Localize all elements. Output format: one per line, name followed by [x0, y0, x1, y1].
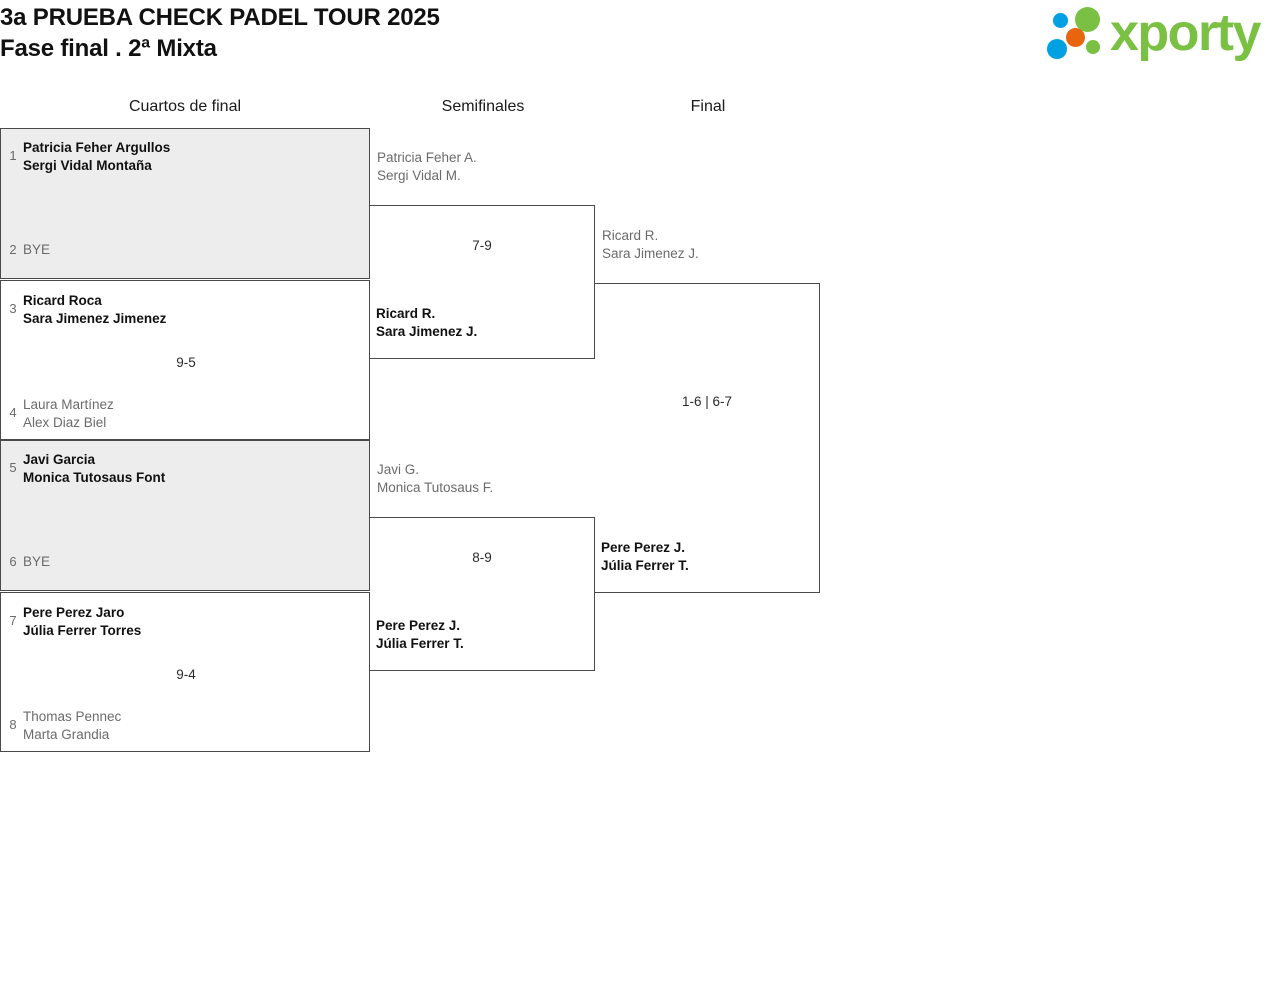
competitor-names: Patricia Feher A. Sergi Vidal M. [377, 150, 477, 183]
logo-dots-icon [1046, 6, 1110, 64]
logo-dot-green-large [1075, 7, 1100, 32]
page-title: 3a PRUEBA CHECK PADEL TOUR 2025 Fase fin… [0, 2, 900, 64]
competitor-names: Ricard R. Sara Jimenez J. [376, 306, 478, 339]
competitor-top[interactable]: 7 Pere Perez Jaro Júlia Ferrer Torres [3, 604, 141, 640]
match-score: 7-9 [472, 238, 492, 253]
final-competitor-top[interactable]: Ricard R. Sara Jimenez J. [602, 227, 699, 263]
tournament-phase: Fase final . 2ª Mixta [0, 35, 217, 62]
round-header-quarterfinals: Cuartos de final [128, 98, 242, 115]
competitor-bottom[interactable]: Pere Perez J. Júlia Ferrer T. [376, 617, 464, 653]
sf-1-competitor-top[interactable]: Patricia Feher A. Sergi Vidal M. [377, 149, 477, 185]
seed-number: 7 [9, 613, 17, 628]
match-score: 1-6 | 6-7 [681, 394, 733, 409]
competitor-top[interactable]: 5 Javi Garcia Monica Tutosaus Font [3, 451, 165, 487]
competitor-bottom[interactable]: Ricard R. Sara Jimenez J. [376, 305, 477, 341]
competitor-bottom[interactable]: Pere Perez J. Júlia Ferrer T. [601, 539, 689, 575]
competitor-top[interactable]: 3 Ricard Roca Sara Jimenez Jimenez [3, 292, 166, 328]
match-score: 8-9 [472, 550, 492, 565]
logo-dot-orange [1066, 28, 1085, 47]
seed-number: 4 [9, 405, 17, 420]
competitor-bottom[interactable]: 4 Laura Martínez Alex Diaz Biel [3, 396, 114, 432]
competitor-names: BYE [23, 554, 51, 569]
logo-dot-blue-bottom [1047, 39, 1067, 59]
match-box-final[interactable]: 1-6 | 6-7 Pere Perez J. Júlia Ferrer T. [595, 283, 820, 593]
seed-number: 8 [9, 717, 17, 732]
competitor-bottom[interactable]: 6 BYE [3, 553, 50, 571]
logo-dot-green-small [1086, 40, 1100, 54]
xporty-logo[interactable]: xporty [1046, 4, 1278, 66]
competitor-bottom[interactable]: 8 Thomas Pennec Marta Grandia [3, 708, 121, 744]
seed-number: 5 [9, 460, 17, 475]
match-score: 9-4 [176, 667, 196, 682]
competitor-names: BYE [23, 242, 51, 257]
competitor-bottom[interactable]: 2 BYE [3, 241, 50, 259]
match-box-qf-1[interactable]: 1 Patricia Feher Argullos Sergi Vidal Mo… [0, 128, 370, 279]
logo-dot-blue-top [1053, 13, 1068, 28]
seed-number: 2 [9, 242, 17, 257]
competitor-names: Thomas Pennec Marta Grandia [23, 709, 122, 742]
match-box-qf-4[interactable]: 7 Pere Perez Jaro Júlia Ferrer Torres 9-… [0, 592, 370, 752]
competitor-names: Pere Perez Jaro Júlia Ferrer Torres [23, 605, 142, 638]
competitor-top[interactable]: 1 Patricia Feher Argullos Sergi Vidal Mo… [3, 139, 170, 175]
seed-number: 1 [9, 148, 17, 163]
match-box-qf-3[interactable]: 5 Javi Garcia Monica Tutosaus Font 6 BYE [0, 440, 370, 591]
match-box-sf-2[interactable]: 8-9 Pere Perez J. Júlia Ferrer T. [370, 517, 595, 671]
competitor-names: Ricard Roca Sara Jimenez Jimenez [23, 293, 167, 326]
sf-2-competitor-top[interactable]: Javi G. Monica Tutosaus F. [377, 461, 493, 497]
competitor-names: Pere Perez J. Júlia Ferrer T. [376, 618, 464, 651]
competitor-names: Javi Garcia Monica Tutosaus Font [23, 452, 166, 485]
competitor-names: Ricard R. Sara Jimenez J. [602, 228, 699, 261]
competitor-names: Javi G. Monica Tutosaus F. [377, 462, 494, 495]
match-box-qf-2[interactable]: 3 Ricard Roca Sara Jimenez Jimenez 9-5 4… [0, 280, 370, 440]
seed-number: 3 [9, 301, 17, 316]
tournament-name: 3a PRUEBA CHECK PADEL TOUR 2025 [0, 4, 440, 31]
competitor-names: Pere Perez J. Júlia Ferrer T. [601, 540, 689, 573]
match-score: 9-5 [176, 355, 196, 370]
round-header-final: Final [690, 98, 726, 115]
match-box-sf-1[interactable]: 7-9 Ricard R. Sara Jimenez J. [370, 205, 595, 359]
logo-wordmark: xporty [1110, 4, 1261, 62]
seed-number: 6 [9, 554, 17, 569]
round-header-semifinals: Semifinales [441, 98, 525, 115]
competitor-names: Laura Martínez Alex Diaz Biel [23, 397, 114, 430]
competitor-names: Patricia Feher Argullos Sergi Vidal Mont… [23, 140, 171, 173]
